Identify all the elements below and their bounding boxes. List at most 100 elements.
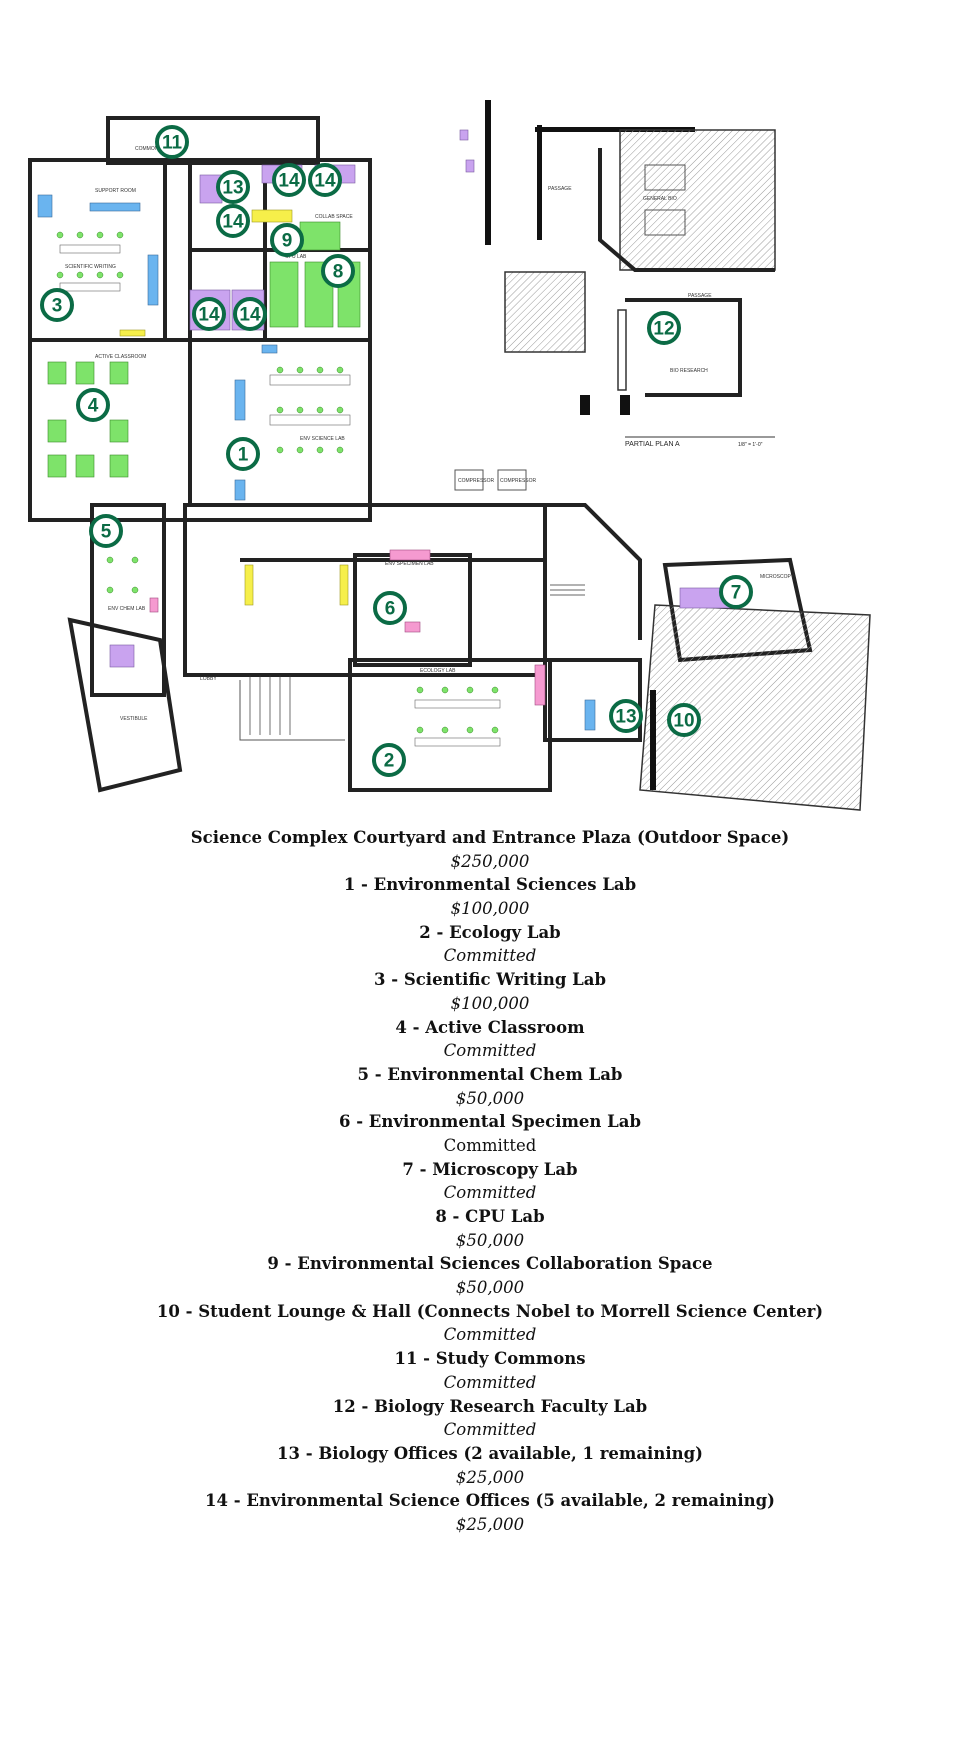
- item-status: Committed: [443, 1420, 537, 1440]
- marker-number: 7: [731, 583, 742, 604]
- item-title: 3 - Scientific Writing Lab: [374, 970, 606, 990]
- marker-number: 14: [278, 171, 300, 192]
- partial-plan-a: PASSAGE GENERAL BIO PASSAGE BIO RESEARCH…: [485, 100, 776, 448]
- item-title: 5 - Environmental Chem Lab: [357, 1064, 623, 1084]
- room-marker-7: 7: [719, 575, 753, 609]
- item-title: 1 - Environmental Sciences Lab: [343, 875, 637, 895]
- room-marker-9: 9: [270, 223, 304, 257]
- item-status: Committed: [443, 1325, 537, 1345]
- item-title: 12 - Biology Research Faculty Lab: [332, 1396, 648, 1416]
- marker-circle: [667, 703, 701, 737]
- room-label: ENV SPECIMEN LAB: [385, 561, 434, 567]
- marker-circle: [719, 575, 753, 609]
- room-label: MICROSCOPY: [760, 574, 795, 580]
- marker-number: 9: [282, 231, 293, 252]
- item-status: Committed: [443, 946, 537, 966]
- item-title: 8 - CPU Lab: [435, 1207, 545, 1226]
- room-label: COMPRESSOR: [458, 478, 495, 484]
- marker-number: 5: [101, 522, 112, 543]
- item-title: 7 - Microscopy Lab: [402, 1159, 578, 1179]
- marker-circle: [216, 170, 250, 204]
- room-label: ACTIVE CLASSROOM: [95, 354, 146, 360]
- item-title: 4 - Active Classroom: [395, 1017, 585, 1037]
- room-label: ENV SCIENCE LAB: [300, 436, 345, 442]
- marker-circle: [40, 288, 74, 322]
- marker-number: 4: [88, 396, 99, 417]
- room-label: ECOLOGY LAB: [420, 668, 456, 674]
- room-marker-3: 3: [40, 288, 74, 322]
- marker-number: 14: [239, 305, 261, 326]
- item-title: 2 - Ecology Lab: [419, 922, 561, 942]
- marker-number: 14: [198, 305, 220, 326]
- marker-number: 2: [384, 751, 395, 772]
- room-marker-12: 12: [647, 311, 681, 345]
- room-marker-1: 1: [226, 437, 260, 471]
- marker-number: 3: [52, 296, 63, 317]
- room-label: VESTIBULE: [120, 716, 148, 722]
- room-label: PASSAGE: [688, 293, 712, 299]
- marker-number: 13: [222, 178, 243, 199]
- room-marker-14: 14: [216, 204, 250, 238]
- marker-number: 6: [385, 599, 396, 620]
- item-status: $50,000: [455, 1230, 525, 1250]
- marker-circle: [155, 125, 189, 159]
- room-label: SUPPORT ROOM: [95, 188, 136, 194]
- item-status: Committed: [443, 1183, 537, 1203]
- room-marker-14: 14: [192, 297, 226, 331]
- marker-number: 1: [238, 445, 249, 466]
- marker-number: 14: [314, 171, 336, 192]
- item-status: $50,000: [455, 1088, 525, 1108]
- item-status: Committed: [443, 1135, 537, 1155]
- room-label: BIO RESEARCH: [670, 368, 708, 374]
- marker-circle: [233, 297, 267, 331]
- room-labels: COMMONS SUPPORT ROOM SCIENTIFIC WRITING …: [65, 146, 795, 722]
- room-marker-10: 10: [667, 703, 701, 737]
- room-marker-14: 14: [308, 163, 342, 197]
- room-marker-2: 2: [372, 743, 406, 777]
- marker-circle: [308, 163, 342, 197]
- partial-plan-label: PARTIAL PLAN A: [625, 441, 680, 448]
- room-marker-4: 4: [76, 388, 110, 422]
- room-label: LOBBY: [200, 676, 217, 682]
- marker-circle: [609, 699, 643, 733]
- room-marker-8: 8: [321, 254, 355, 288]
- room-label: COMPRESSOR: [500, 478, 537, 484]
- item-status: $100,000: [450, 993, 530, 1013]
- marker-circle: [321, 254, 355, 288]
- room-marker-11: 11: [155, 125, 189, 159]
- room-label: COLLAB SPACE: [315, 214, 353, 220]
- marker-number: 11: [162, 133, 183, 154]
- marker-circle: [89, 514, 123, 548]
- marker-circle: [216, 204, 250, 238]
- room-marker-13: 13: [216, 170, 250, 204]
- room-label: GENERAL BIO: [643, 196, 677, 202]
- marker-circle: [192, 297, 226, 331]
- item-status: $50,000: [455, 1278, 525, 1298]
- marker-number: 8: [333, 262, 344, 283]
- marker-circle: [272, 163, 306, 197]
- room-label: ENV CHEM LAB: [108, 606, 146, 612]
- item-title: 6 - Environmental Specimen Lab: [338, 1112, 641, 1132]
- item-title: 9 - Environmental Sciences Collaboration…: [267, 1254, 713, 1274]
- item-title: 13 - Biology Offices (2 available, 1 rem…: [277, 1443, 703, 1463]
- room-label: PASSAGE: [548, 186, 572, 192]
- room-label: COMMONS: [135, 146, 162, 152]
- marker-circle: [373, 591, 407, 625]
- marker-circle: [76, 388, 110, 422]
- scale-label: 1/8" = 1'-0": [738, 442, 763, 448]
- marker-circle: [647, 311, 681, 345]
- funding-list: Science Complex Courtyard and Entrance P…: [0, 826, 980, 1537]
- marker-circle: [270, 223, 304, 257]
- floor-plan: COMPRESSOR COMPRESSOR: [28, 100, 871, 811]
- item-title: Science Complex Courtyard and Entrance P…: [190, 828, 790, 847]
- room-marker-6: 6: [373, 591, 407, 625]
- marker-number: 13: [615, 707, 636, 728]
- item-status: $25,000: [455, 1514, 525, 1534]
- item-title: 11 - Study Commons: [394, 1349, 586, 1369]
- room-marker-14: 14: [272, 163, 306, 197]
- room-label: CPU LAB: [285, 254, 307, 260]
- main-building-walls: COMPRESSOR COMPRESSOR: [28, 116, 871, 811]
- room-marker-5: 5: [89, 514, 123, 548]
- item-status: $100,000: [450, 899, 530, 919]
- room-marker-14: 14: [233, 297, 267, 331]
